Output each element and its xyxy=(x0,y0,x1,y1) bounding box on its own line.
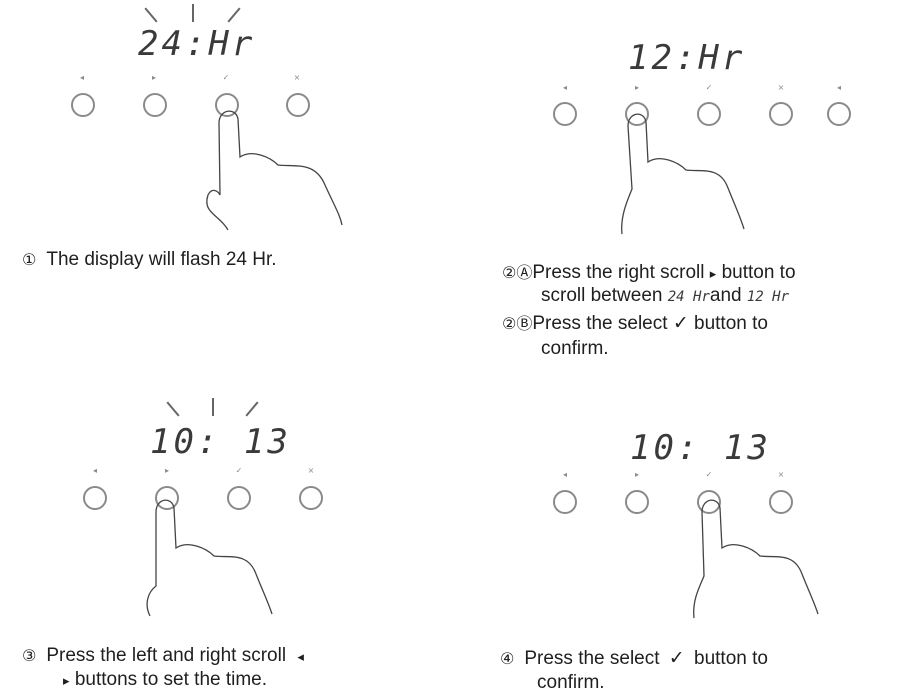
step-4-caption: ④ Press the select ✓ button to xyxy=(500,647,768,670)
caption-text: button to xyxy=(721,262,796,283)
caption-text: button to xyxy=(694,313,768,334)
caption-text: and xyxy=(709,285,742,306)
caption-text: buttons to set the time. xyxy=(74,669,268,690)
left-scroll-icon: ◂ xyxy=(92,466,97,475)
cancel-x-icon: × xyxy=(777,83,785,92)
right-scroll-icon: ▸ xyxy=(164,466,169,475)
caption-text: confirm. xyxy=(537,672,605,693)
pointing-hand-illustration xyxy=(693,499,819,619)
cancel-x-icon: × xyxy=(307,466,315,475)
select-check-icon: ✓ xyxy=(705,83,713,92)
cancel-button[interactable] xyxy=(286,93,310,117)
cancel-x-icon: × xyxy=(293,73,301,82)
right-scroll-button[interactable] xyxy=(625,490,649,514)
step-2b-caption-line2: confirm. xyxy=(541,337,609,360)
left-scroll-icon: ◂ xyxy=(562,470,567,479)
mode-24hr-label: 24 Hr xyxy=(667,289,710,305)
caption-text: button to xyxy=(694,648,768,669)
step-4-caption-line2: confirm. xyxy=(537,671,605,694)
left-scroll-icon: ◂ xyxy=(562,83,567,92)
caption-text: Press the select xyxy=(524,648,660,669)
caption-text: Press the left and right scroll xyxy=(46,645,287,666)
step-3-panel: 10: 13 ◂ ▸ ✓ × ③ Press the left and right… xyxy=(0,390,450,697)
caption-text: The display will flash 24 Hr. xyxy=(46,249,277,270)
cancel-x-icon: × xyxy=(777,470,785,479)
display-readout: 24:Hr xyxy=(138,24,256,64)
right-scroll-icon: ▸ xyxy=(151,73,156,82)
pointing-hand-illustration xyxy=(621,113,745,235)
select-check-icon: ✓ xyxy=(222,73,230,82)
step-2a-caption: ②ⒶPress the right scroll ▸ button to xyxy=(502,261,796,285)
display-readout: 10: 13 xyxy=(150,422,291,462)
flash-mark xyxy=(212,398,214,416)
cancel-button[interactable] xyxy=(769,490,793,514)
right-scroll-icon: ▸ xyxy=(634,83,639,92)
left-scroll-button[interactable] xyxy=(83,486,107,510)
left-scroll-button[interactable] xyxy=(71,93,95,117)
mode-12hr-label: 12 Hr xyxy=(746,289,790,305)
select-check-icon: ✓ xyxy=(672,312,689,334)
step-3-caption: ③ Press the left and right scroll ◂ xyxy=(22,644,304,668)
right-scroll-icon: ▸ xyxy=(634,470,639,479)
flash-mark xyxy=(192,4,194,22)
left-scroll-icon: ◂ xyxy=(836,83,841,92)
step-number: ②Ⓑ xyxy=(502,314,533,333)
select-check-icon: ✓ xyxy=(235,466,243,475)
step-3-caption-line2: ▸ buttons to set the time. xyxy=(63,668,267,692)
step-2b-caption: ②ⒷPress the select ✓ button to xyxy=(502,312,768,335)
select-check-icon: ✓ xyxy=(705,470,713,479)
flash-mark xyxy=(144,7,158,23)
left-scroll-icon: ◂ xyxy=(297,649,304,664)
display-readout: 10: 13 xyxy=(630,428,771,468)
step-number: ④ xyxy=(500,649,515,668)
left-scroll-button[interactable] xyxy=(553,102,577,126)
step-1-panel: 24:Hr ◂ ▸ ✓ × ① The display will flash 24… xyxy=(0,0,450,300)
flash-mark xyxy=(227,7,241,23)
caption-text: confirm. xyxy=(541,338,609,359)
display-readout: 12:Hr xyxy=(628,38,746,78)
step-1-caption: ① The display will flash 24 Hr. xyxy=(22,248,277,271)
step-number: ③ xyxy=(22,646,37,665)
right-scroll-button[interactable] xyxy=(155,486,179,510)
pointing-hand-illustration xyxy=(206,110,343,231)
step-2-panel: 12:Hr ◂ ▸ ✓ × ◂ ②ⒶPress the right scroll… xyxy=(450,0,900,380)
select-button[interactable] xyxy=(697,102,721,126)
right-scroll-icon: ▸ xyxy=(63,673,70,688)
caption-text: Press the select xyxy=(532,313,668,334)
cancel-button[interactable] xyxy=(769,102,793,126)
select-button[interactable] xyxy=(227,486,251,510)
step-number: ① xyxy=(22,250,37,269)
left-scroll-icon: ◂ xyxy=(79,73,84,82)
cancel-button[interactable] xyxy=(299,486,323,510)
right-scroll-button[interactable] xyxy=(143,93,167,117)
caption-text: scroll between xyxy=(541,285,663,306)
caption-text: Press the right scroll xyxy=(532,262,705,283)
right-scroll-icon: ▸ xyxy=(709,266,717,281)
step-number: ②Ⓐ xyxy=(502,263,533,282)
left-scroll-button[interactable] xyxy=(827,102,851,126)
select-check-icon: ✓ xyxy=(668,647,685,669)
flash-mark xyxy=(166,401,180,417)
select-button[interactable] xyxy=(215,93,239,117)
step-4-panel: 10: 13 ◂ ▸ ✓ × ④ Press the select ✓ butto… xyxy=(450,390,900,697)
pointing-hand-illustration xyxy=(146,499,273,617)
flash-mark xyxy=(245,401,259,417)
left-scroll-button[interactable] xyxy=(553,490,577,514)
step-2a-caption-line2: scroll between 24 Hrand 12 Hr xyxy=(541,284,789,309)
